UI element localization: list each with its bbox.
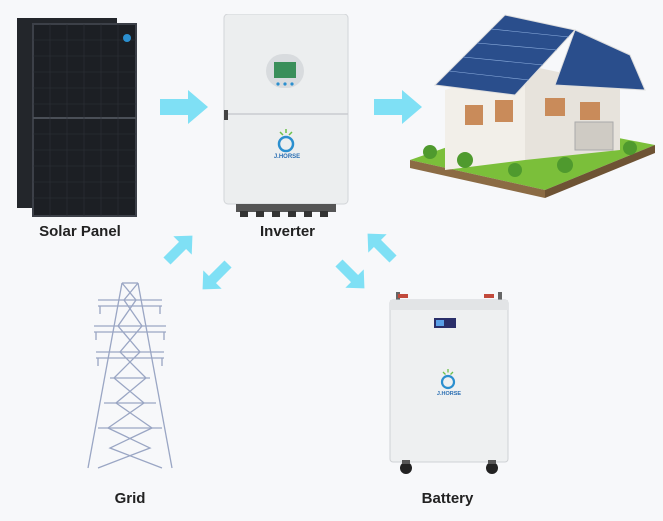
arrow-inverter-to-grid-icon — [195, 255, 237, 297]
arrow-battery-to-inverter-icon — [360, 226, 402, 268]
inverter-label: Inverter — [259, 223, 316, 240]
solar-panel-label: Solar Panel — [39, 223, 121, 240]
arrow-inverter-to-house-icon — [374, 90, 422, 124]
grid-label: Grid — [114, 490, 146, 507]
arrow-grid-to-inverter-icon — [158, 228, 200, 270]
solar-panel-icon — [15, 18, 140, 218]
arrow-solar-to-inverter-icon — [160, 90, 208, 124]
battery-brand: J.HORSE — [436, 391, 462, 397]
house-icon — [405, 10, 660, 200]
inverter-brand: J.HORSE — [273, 154, 301, 160]
battery-label: Battery — [421, 490, 474, 507]
battery-icon: J.HORSE — [388, 290, 510, 476]
inverter-icon: J.HORSE — [222, 14, 352, 219]
arrow-inverter-to-battery-icon — [330, 254, 372, 296]
transmission-tower-icon — [80, 278, 180, 473]
